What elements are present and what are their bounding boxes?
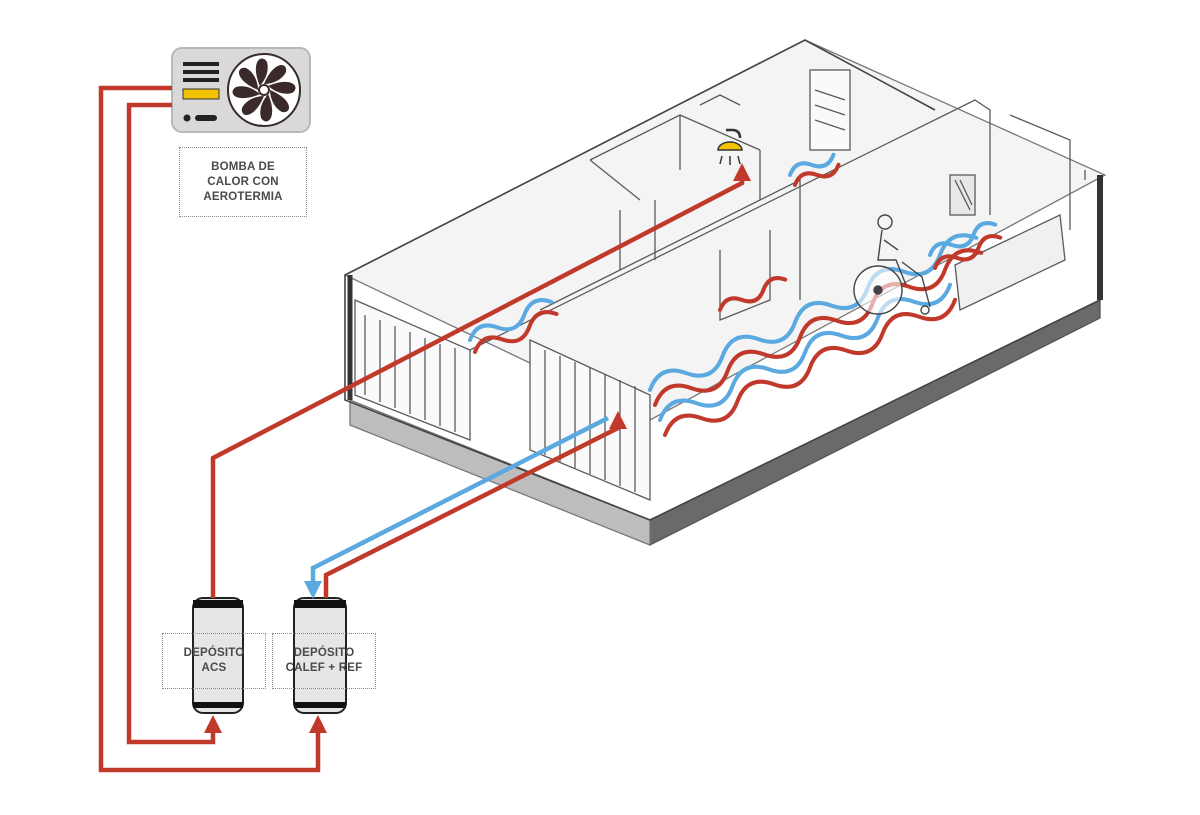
tank-heating-label-line-1: DEPÓSITO [293,647,355,659]
heat-pump-icon [171,47,311,133]
pipe-heating-return [304,415,610,599]
underfloor-heating-coils [468,152,1003,437]
heat-pump-label: BOMBA DE CALOR CON AEROTERMIA [179,147,307,217]
apartment-building [343,39,1107,547]
heat-pump-label-line-1: BOMBA DE [211,160,275,173]
vent-grille [183,62,219,82]
fan-icon [227,53,301,127]
pipe-heating-supply [323,411,627,598]
tank-acs-label-line-2: ACS [201,662,227,674]
tank-heating-label: DEPÓSITO CALEF + REF [272,633,376,689]
wheelchair-user-icon [853,214,931,315]
tank-acs [192,597,244,714]
pipe-heatpump-to-heating-tank [98,85,327,773]
pipes [98,85,751,773]
heat-pump-label-line-2: CALOR CON [207,175,279,188]
tank-acs-label: DEPÓSITO ACS [162,633,266,689]
pipe-acs-to-shower [210,163,751,598]
unit-display [182,88,220,100]
shower-icon [717,128,743,165]
pipe-heatpump-to-acs [126,102,222,745]
heat-pump-label-line-3: AEROTERMIA [203,190,283,203]
tank-acs-label-line-1: DEPÓSITO [183,647,245,659]
tank-heating-label-line-2: CALEF + REF [285,662,363,674]
